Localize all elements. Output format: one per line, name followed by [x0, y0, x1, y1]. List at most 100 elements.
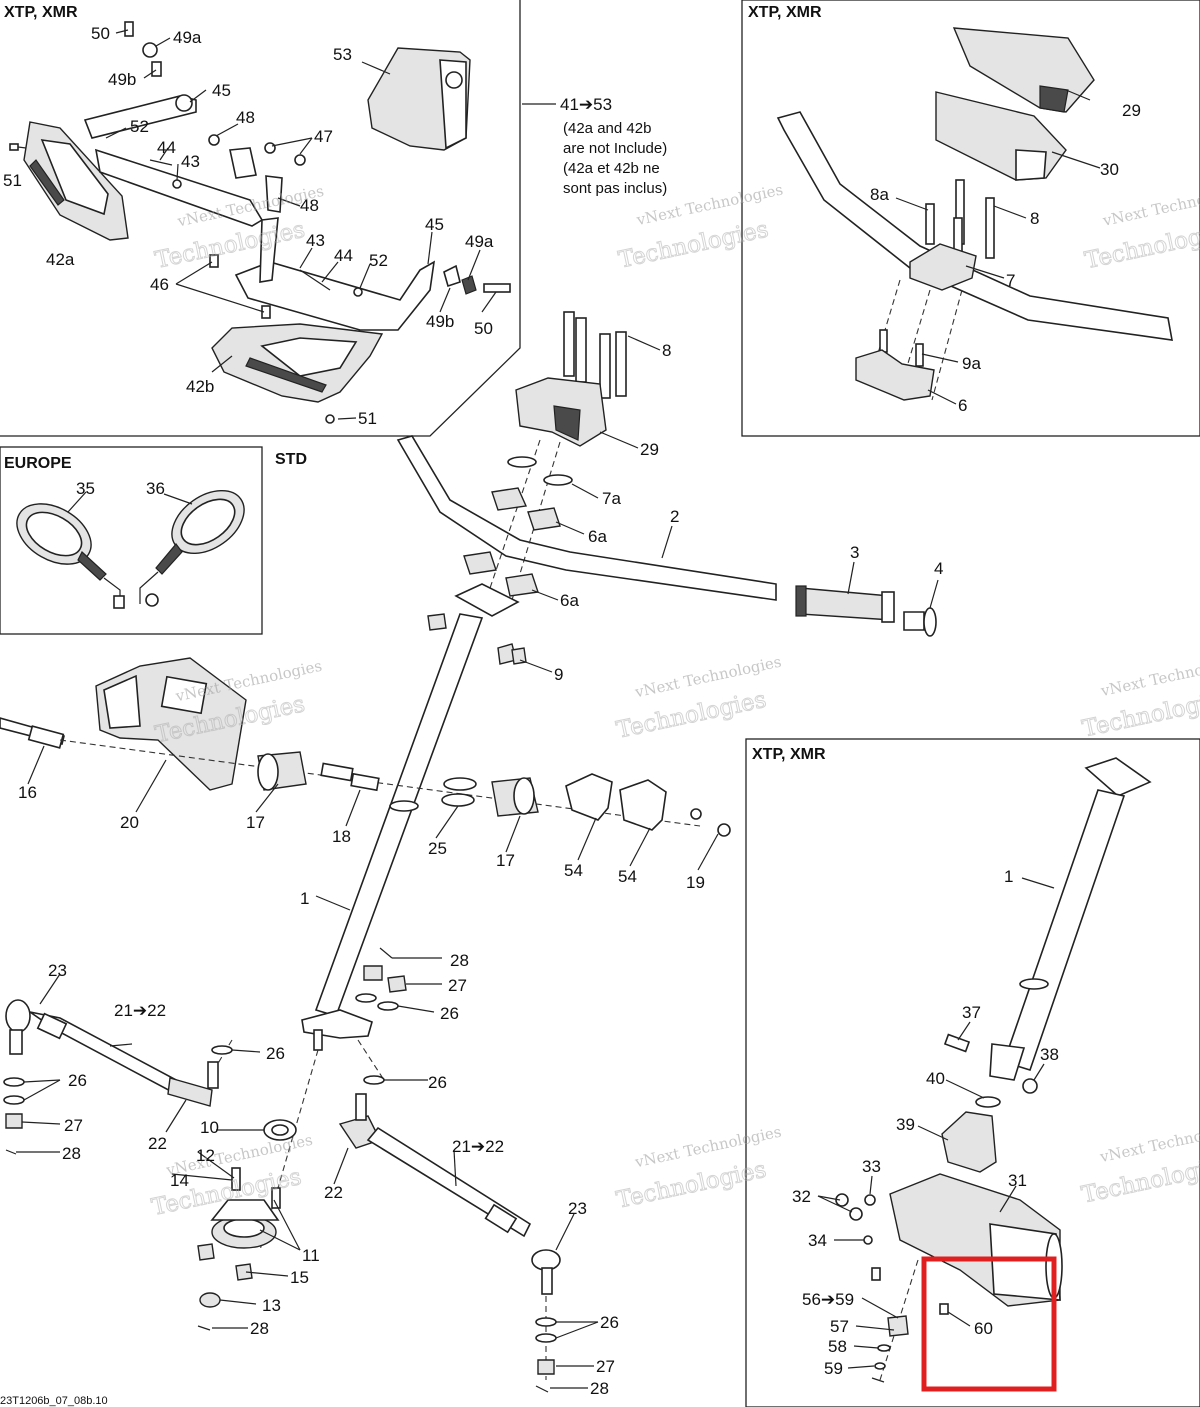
- tie-rods: [3, 999, 561, 1393]
- label-45: 45: [425, 215, 444, 234]
- highlight-box: [921, 1256, 1057, 1392]
- label-2: 2: [670, 507, 679, 526]
- label-1: 1: [300, 889, 309, 908]
- steering-column-std: [197, 311, 937, 1331]
- crossbar-assembly: [0, 657, 731, 837]
- header-europe: EUROPE: [4, 455, 72, 472]
- frame-top-right: [741, 0, 1200, 437]
- label-9: 9: [554, 665, 563, 684]
- label-23: 23: [568, 1199, 587, 1218]
- label-44: 44: [157, 138, 176, 157]
- label-43: 43: [306, 231, 325, 250]
- watermark-6a: vNext Technologies: [1098, 651, 1200, 700]
- label-17: 17: [246, 813, 265, 832]
- label-29: 29: [1122, 101, 1141, 120]
- label-7: 7: [1006, 271, 1015, 290]
- label-30: 30: [1100, 160, 1119, 179]
- grip-3: [799, 587, 893, 621]
- label-19: 19: [686, 873, 705, 892]
- diagram-reference: 23T1206b_07_08b.10: [0, 1395, 108, 1407]
- label-21-22: 21➔22: [114, 1001, 166, 1020]
- kit-note: 41➔53 (42a and 42b are not Include) (42a…: [522, 95, 667, 197]
- label-33: 33: [862, 1157, 881, 1176]
- label-45: 45: [212, 81, 231, 100]
- label-51: 51: [358, 409, 377, 428]
- label-53: 53: [333, 45, 352, 64]
- label-26: 26: [440, 1004, 459, 1023]
- label-22: 22: [324, 1183, 343, 1202]
- pad-29a: [952, 27, 1095, 113]
- label-16: 16: [18, 783, 37, 802]
- kit-note-line-4: sont pas inclus): [563, 180, 667, 197]
- label-26: 26: [600, 1313, 619, 1332]
- label-49b: 49b: [108, 70, 136, 89]
- label-11: 11: [302, 1246, 320, 1265]
- label-43: 43: [181, 152, 200, 171]
- column-flange: [1084, 757, 1152, 797]
- label-26: 26: [266, 1044, 285, 1063]
- watermark-3a: vNext Technologies: [1100, 181, 1200, 230]
- clamp-6: [855, 349, 935, 401]
- label-27: 27: [64, 1116, 83, 1135]
- label-18: 18: [332, 827, 351, 846]
- label-20: 20: [120, 813, 139, 832]
- label-52: 52: [130, 117, 149, 136]
- handguard-assembly: [9, 21, 511, 424]
- label-37: 37: [962, 1003, 981, 1022]
- label-3: 3: [850, 543, 859, 562]
- label-15: 15: [290, 1268, 309, 1287]
- label-46: 46: [150, 275, 169, 294]
- label-4: 4: [934, 559, 943, 578]
- label-58: 58: [828, 1337, 847, 1356]
- header-std: STD: [275, 451, 307, 468]
- watermark-6b: Technologies: [1080, 685, 1200, 742]
- label-22: 22: [148, 1134, 167, 1153]
- label-21-22: 21➔22: [452, 1137, 504, 1156]
- label-14: 14: [170, 1171, 189, 1190]
- clamp-7: [909, 243, 977, 291]
- tie-rod-end-23a: [5, 999, 31, 1033]
- part-labels: 50 49a 49b 45 53 52 44 43 48 47 51 48 42…: [3, 24, 1141, 1398]
- label-8a: 8a: [870, 185, 889, 204]
- label-40: 40: [926, 1069, 945, 1088]
- frame-bottom-right: [745, 738, 1200, 1407]
- tie-rod-end-23b: [531, 1249, 561, 1271]
- label-17: 17: [496, 851, 515, 870]
- label-48: 48: [236, 108, 255, 127]
- label-48: 48: [300, 196, 319, 215]
- header-bottom-right: XTP, XMR: [752, 746, 826, 763]
- label-28: 28: [450, 951, 469, 970]
- end-cap-4: [923, 607, 937, 637]
- handlebar-top: [776, 111, 1173, 341]
- label-1: 1: [1004, 867, 1013, 886]
- label-49a: 49a: [465, 232, 494, 251]
- label-32: 32: [792, 1187, 811, 1206]
- label-28: 28: [590, 1379, 609, 1398]
- label-35: 35: [76, 479, 95, 498]
- label-44: 44: [334, 246, 353, 265]
- label-27: 27: [448, 976, 467, 995]
- label-26: 26: [68, 1071, 87, 1090]
- handlebar-2: [396, 435, 777, 601]
- label-38: 38: [1040, 1045, 1059, 1064]
- label-54: 54: [618, 867, 637, 886]
- kit-note-line-2: are not Include): [563, 140, 667, 157]
- label-28: 28: [62, 1144, 81, 1163]
- label-23: 23: [48, 961, 67, 980]
- label-28: 28: [250, 1319, 269, 1338]
- label-12: 12: [196, 1146, 215, 1165]
- label-39: 39: [896, 1115, 915, 1134]
- label-36: 36: [146, 479, 165, 498]
- header-top-left: XTP, XMR: [4, 4, 78, 21]
- label-56-59: 56➔59: [802, 1290, 854, 1309]
- label-60: 60: [974, 1319, 993, 1338]
- header-top-right: XTP, XMR: [748, 4, 822, 21]
- frame-top-left: [0, 0, 521, 437]
- label-31: 31: [1008, 1171, 1027, 1190]
- kit-note-line-3: (42a et 42b ne: [563, 160, 660, 177]
- label-59: 59: [824, 1359, 843, 1378]
- label-26: 26: [428, 1073, 447, 1092]
- watermark-3b: Technologies: [1083, 217, 1200, 274]
